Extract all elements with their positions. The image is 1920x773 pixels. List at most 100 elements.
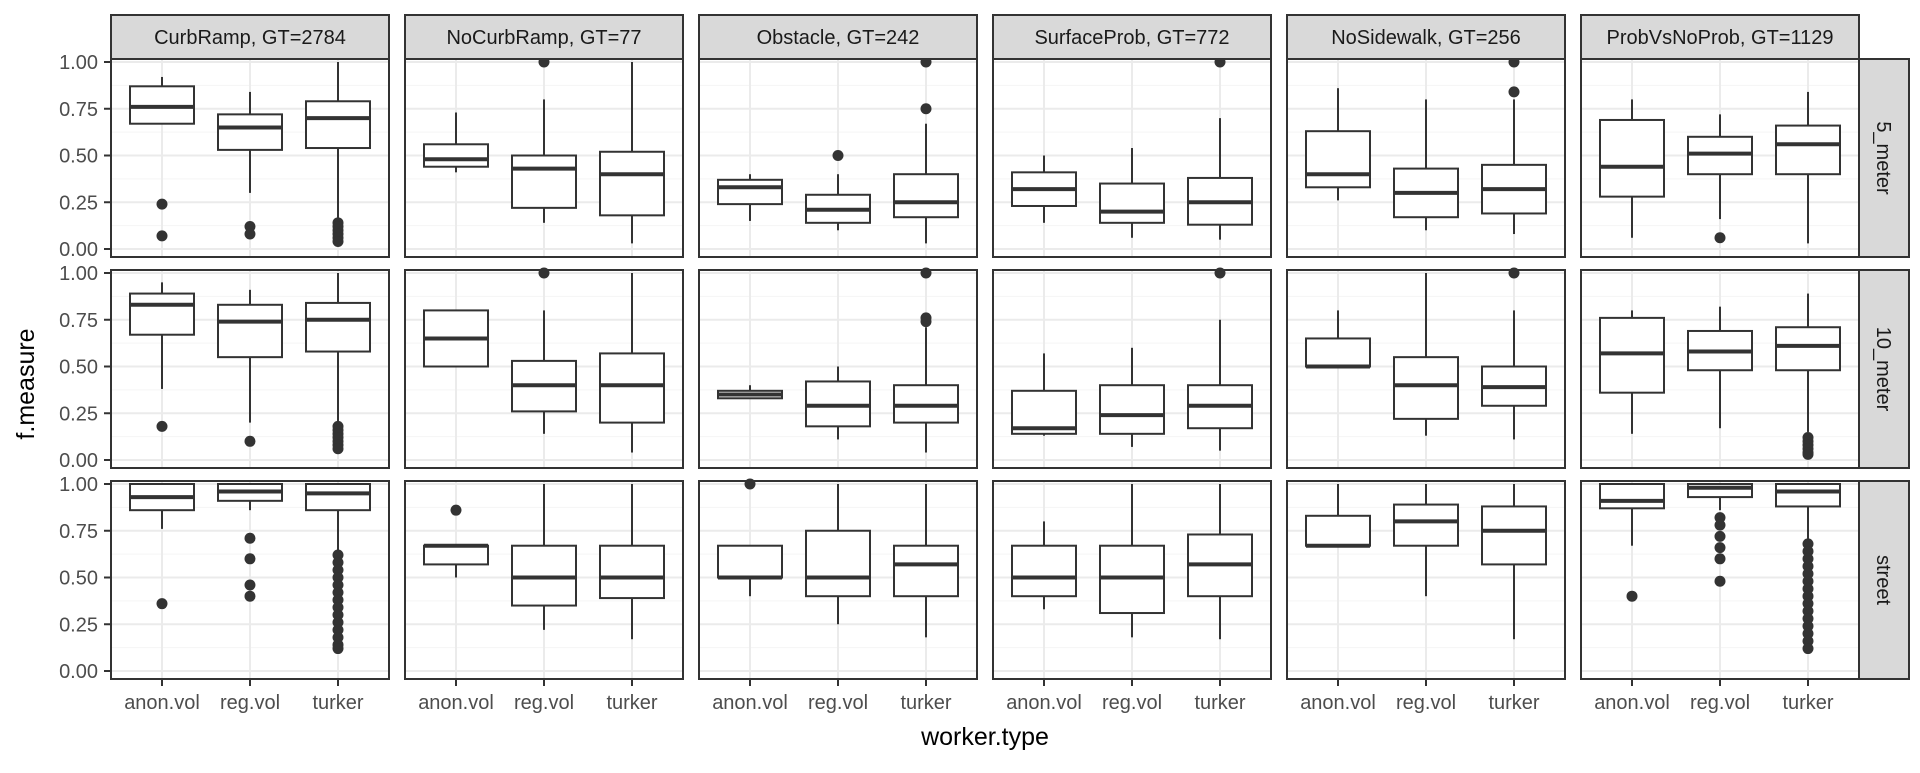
boxplot-turker [305,483,371,655]
outlier-point [244,553,256,565]
boxplot-reg.vol [1393,99,1459,231]
y-tick-label: 0.75 [59,521,98,543]
boxplot-anon.vol [1305,484,1371,548]
outlier-point [156,230,168,242]
box-iqr [717,178,783,206]
boxplot-reg.vol [1687,114,1753,244]
strip-top-label: Obstacle, GT=242 [757,27,920,49]
outlier-point [244,590,256,602]
boxplot-turker [305,62,371,248]
strip-top-label: SurfaceProb, GT=772 [1034,27,1229,49]
y-tick-label: 0.50 [59,568,98,590]
boxplot-turker [893,56,959,244]
box-iqr [1599,483,1665,510]
y-tick-label: 0.00 [59,239,98,261]
boxplot-turker [893,484,959,638]
box-iqr [893,173,959,219]
outlier-point [1714,519,1726,531]
facet-panel-1-4 [1286,267,1566,469]
boxplot-reg.vol [511,484,577,630]
panel-border [1286,269,1566,469]
box-iqr [217,303,283,359]
y-axis-0: 0.000.250.500.751.00 [59,52,111,261]
outlier-point [244,435,256,447]
strip-right-2: street [1858,480,1910,680]
outlier-point [156,598,168,610]
strip-right-1: 10_meter [1858,269,1910,469]
boxplot-turker [599,484,665,640]
outlier-point [1508,86,1520,98]
x-tick-label: turker [312,692,363,714]
facet-panel-1-0 [110,269,390,469]
boxplot-turker [1481,484,1547,640]
x-tick-label: turker [900,692,951,714]
boxplot-reg.vol [217,289,283,447]
boxplot-anon.vol [1011,521,1077,610]
box-iqr [893,544,959,598]
box-iqr [1011,544,1077,598]
facet-panel-2-2 [698,478,978,680]
boxplot-reg.vol [805,484,871,625]
box-iqr [599,352,665,424]
boxplot-turker [1775,293,1841,460]
outlier-point [450,504,462,516]
panel-border [110,269,390,469]
y-tick-label: 0.00 [59,450,98,472]
outlier-point [156,420,168,432]
boxplot-reg.vol [217,483,283,602]
y-tick-label: 1.00 [59,263,98,285]
strip-top-background [698,14,978,60]
box-iqr [511,154,577,209]
outlier-point [244,579,256,591]
boxplot-reg.vol [1687,306,1753,429]
y-tick-label: 0.25 [59,614,98,636]
boxplot-anon.vol [1305,310,1371,369]
outlier-point [1714,530,1726,542]
boxplot-turker [599,62,665,244]
x-tick-label: turker [1782,692,1833,714]
facet-panel-0-2 [698,56,978,258]
box-iqr [1305,514,1371,547]
facet-panel-0-4 [1286,56,1566,258]
y-tick-label: 0.50 [59,146,98,168]
boxplot-turker [1775,483,1841,655]
box-iqr [599,150,665,217]
strip-top-3: SurfaceProb, GT=772 [992,14,1272,60]
boxplot-anon.vol [129,76,195,242]
boxplot-reg.vol [1099,484,1165,638]
strip-top-label: NoSidewalk, GT=256 [1331,27,1521,49]
outlier-point [1714,542,1726,554]
facet-panel-0-0 [110,58,390,258]
facet-panel-2-4 [1286,480,1566,680]
outlier-point [332,443,344,455]
strip-top-label: CurbRamp, GT=2784 [154,27,346,49]
facet-panel-2-5 [1580,480,1860,680]
y-tick-label: 1.00 [59,474,98,496]
boxplot-turker [305,273,371,455]
x-tick-label: turker [606,692,657,714]
boxplot-reg.vol [1393,273,1459,436]
outlier-point [920,312,932,324]
boxplot-anon.vol [1011,155,1077,223]
y-tick-label: 0.75 [59,99,98,121]
outlier-point [1714,232,1726,244]
boxplot-reg.vol [805,366,871,440]
y-tick-label: 0.50 [59,357,98,379]
x-tick-label: anon.vol [712,692,788,714]
x-tick-label: anon.vol [1300,692,1376,714]
box-iqr [1099,384,1165,435]
box-iqr [305,100,371,150]
strip-right-label: 10_meter [1872,327,1894,412]
box-iqr [305,301,371,353]
facet-panel-0-1 [404,56,684,258]
boxplot-turker [599,273,665,453]
y-axis-title: f.measure [12,328,40,439]
box-iqr [129,292,195,336]
box-iqr [1599,118,1665,198]
boxplot-anon.vol [1599,310,1665,434]
facet-panel-2-3 [992,480,1272,680]
